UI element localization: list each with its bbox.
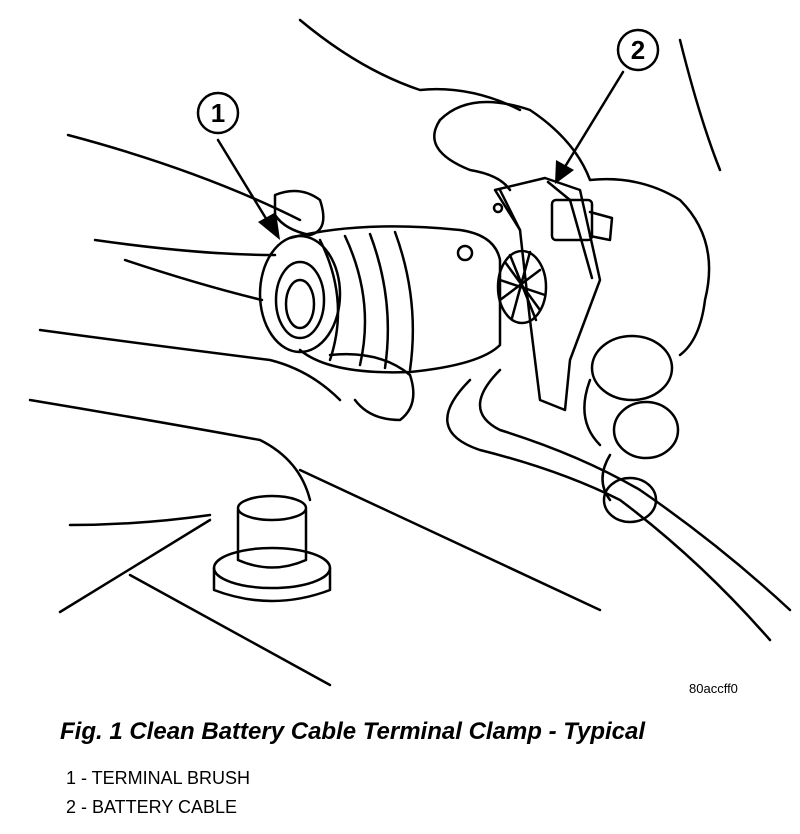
callout-1-arrow-line (216, 138, 272, 227)
legend-item-1: 1 - TERMINAL BRUSH (66, 768, 251, 788)
legend-list: 1 - TERMINAL BRUSH 2 - BATTERY CABLE (66, 764, 250, 822)
left-hand (28, 133, 415, 527)
legend-item-2: 2 - BATTERY CABLE (66, 797, 238, 817)
callout-2-number: 2 (631, 35, 645, 65)
wire-brush (496, 249, 548, 325)
callout-2-circle (616, 28, 660, 72)
callout-2-arrowhead (555, 160, 574, 184)
illustration: 1 2 (28, 18, 792, 687)
battery-top-edge-lower (128, 573, 332, 687)
callout-1-circle (196, 91, 240, 135)
cable-clamp (492, 176, 614, 412)
battery-side-edge (298, 468, 602, 612)
battery-post (212, 494, 332, 603)
arm-outline (298, 18, 522, 112)
right-hand (433, 100, 711, 524)
battery-cable-line (446, 368, 792, 642)
terminal-brush (258, 225, 502, 374)
callout-1-arrowhead (258, 212, 280, 240)
figure-code: 80accff0 (689, 681, 738, 696)
figure-caption: Fig. 1 Clean Battery Cable Terminal Clam… (60, 718, 646, 745)
callout-2-arrow-line (561, 70, 625, 172)
callout-1-number: 1 (211, 98, 225, 128)
battery-top-edge (58, 518, 212, 614)
